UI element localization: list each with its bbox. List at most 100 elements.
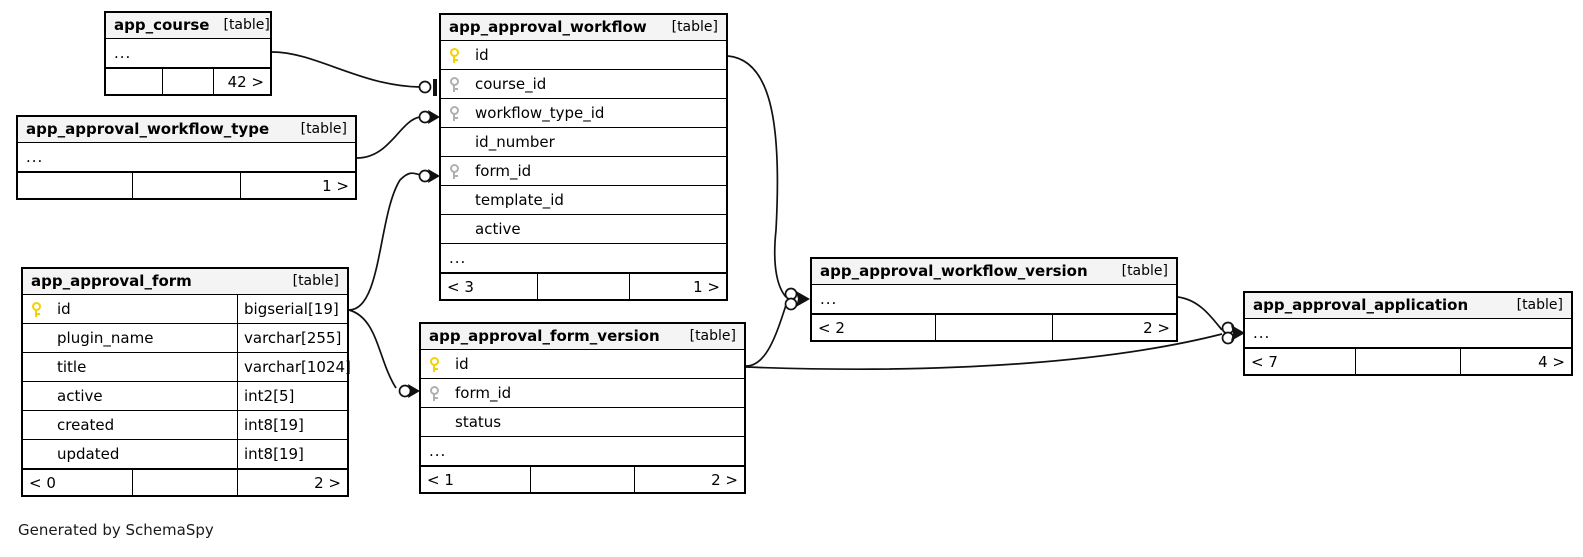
table-footer: < 2 2 >: [812, 314, 1176, 340]
primary-key-icon: [421, 350, 447, 378]
footer-mid: [531, 467, 635, 492]
table-tag: [table]: [292, 273, 339, 289]
table-name: app_approval_workflow_version: [820, 262, 1088, 280]
column-name: course_id: [475, 75, 547, 93]
table-footer: < 3 1 >: [441, 273, 726, 299]
column-name: title: [57, 358, 87, 376]
connector-circle: [1221, 331, 1235, 345]
primary-key-icon: [23, 295, 49, 323]
footer-left: < 0: [23, 470, 134, 495]
table-tag: [table]: [1121, 263, 1168, 279]
table-header: app_course [table]: [106, 13, 270, 39]
table-tag: [table]: [300, 121, 347, 137]
table-row: active int2[5]: [23, 382, 347, 411]
connector-circle: [784, 287, 798, 301]
terminator-many: [796, 291, 810, 307]
table-app-course[interactable]: app_course [table] ... 42 >: [104, 11, 272, 96]
connector-circle: [1221, 321, 1235, 335]
table-row: course_id: [441, 70, 726, 99]
table-app-approval-workflow-version[interactable]: app_approval_workflow_version [table] ..…: [810, 257, 1178, 342]
table-row: ...: [812, 285, 1176, 314]
footer-left: < 1: [421, 467, 531, 492]
table-header: app_approval_workflow_type [table]: [18, 117, 355, 143]
footer-right: 42 >: [227, 72, 264, 91]
table-header: app_approval_form [table]: [23, 269, 347, 295]
footer-right: 1 >: [322, 176, 350, 195]
table-row: status: [421, 408, 744, 437]
edge-workflowtype-to-workflow: [356, 116, 421, 159]
column-type: varchar[1024]: [237, 353, 351, 381]
edge-workflow-to-workflowversion: [727, 55, 787, 298]
table-name: app_approval_form_version: [429, 327, 660, 345]
table-footer: < 1 2 >: [421, 466, 744, 492]
table-name: app_approval_workflow: [449, 18, 647, 36]
column-type: bigserial[19]: [237, 295, 347, 323]
column-name: form_id: [455, 384, 512, 402]
column-name: form_id: [475, 162, 532, 180]
table-name: app_approval_form: [31, 272, 192, 290]
table-tag: [table]: [671, 19, 718, 35]
table-footer: 42 >: [106, 68, 270, 94]
column-name: active: [57, 387, 103, 405]
table-row: active: [441, 215, 726, 244]
table-row: id: [441, 41, 726, 70]
foreign-key-icon: [441, 70, 467, 98]
table-row: title varchar[1024]: [23, 353, 351, 382]
column-name: id_number: [475, 133, 555, 151]
table-app-approval-workflow-type[interactable]: app_approval_workflow_type [table] ... 1…: [16, 115, 357, 200]
connector-circle: [398, 384, 412, 398]
foreign-key-icon: [441, 157, 467, 185]
footer-right: 2 >: [314, 473, 341, 492]
table-row: plugin_name varchar[255]: [23, 324, 347, 353]
connector-circle: [418, 110, 432, 124]
table-app-approval-form-version[interactable]: app_approval_form_version [table] id for…: [419, 322, 746, 494]
table-row: template_id: [441, 186, 726, 215]
column-name: ...: [1253, 324, 1271, 342]
table-row: ...: [18, 143, 355, 172]
table-footer: < 7 4 >: [1245, 348, 1571, 374]
connector-circle: [418, 169, 432, 183]
table-app-approval-form[interactable]: app_approval_form [table] id bigserial[1…: [21, 267, 351, 497]
table-app-approval-application[interactable]: app_approval_application [table] ... < 7…: [1243, 291, 1573, 376]
foreign-key-icon: [441, 99, 467, 127]
connector-circle: [784, 297, 798, 311]
terminator-one: [433, 79, 437, 96]
table-tag: [table]: [223, 17, 270, 33]
table-app-approval-workflow[interactable]: app_approval_workflow [table] id course_…: [439, 13, 728, 301]
connector-circle: [418, 80, 432, 94]
table-row: updated int8[19]: [23, 440, 347, 469]
edge-course-to-workflow: [271, 51, 421, 88]
column-name: id: [475, 46, 489, 64]
column-name: ...: [114, 44, 132, 62]
edge-form-to-formversion: [348, 309, 397, 389]
column-name: id: [455, 355, 469, 373]
primary-key-icon: [441, 41, 467, 69]
column-type: varchar[255]: [237, 324, 347, 352]
column-name: plugin_name: [57, 329, 154, 347]
column-name: workflow_type_id: [475, 104, 605, 122]
table-row: ...: [1245, 319, 1571, 348]
column-name: created: [57, 416, 115, 434]
no-key: [441, 186, 467, 214]
footer-mid: [133, 470, 238, 495]
table-row: id_number: [441, 128, 726, 157]
column-name: template_id: [475, 191, 564, 209]
footer-right: 2 >: [1143, 318, 1171, 337]
no-key: [441, 128, 467, 156]
no-key: [23, 411, 49, 439]
footer-mid: [538, 274, 630, 299]
table-row: id bigserial[19]: [23, 295, 347, 324]
column-name: active: [475, 220, 521, 238]
table-row: workflow_type_id: [441, 99, 726, 128]
table-row: ...: [421, 437, 744, 466]
table-row: form_id: [421, 379, 744, 408]
foreign-key-icon: [421, 379, 447, 407]
table-tag: [table]: [1516, 297, 1563, 313]
table-name: app_approval_workflow_type: [26, 120, 270, 138]
generated-by-label: Generated by SchemaSpy: [18, 521, 214, 539]
column-name: ...: [820, 290, 838, 308]
edge-formversion-to-workflowversion: [745, 304, 787, 367]
footer-mid: [133, 173, 242, 198]
column-name: id: [57, 300, 71, 318]
